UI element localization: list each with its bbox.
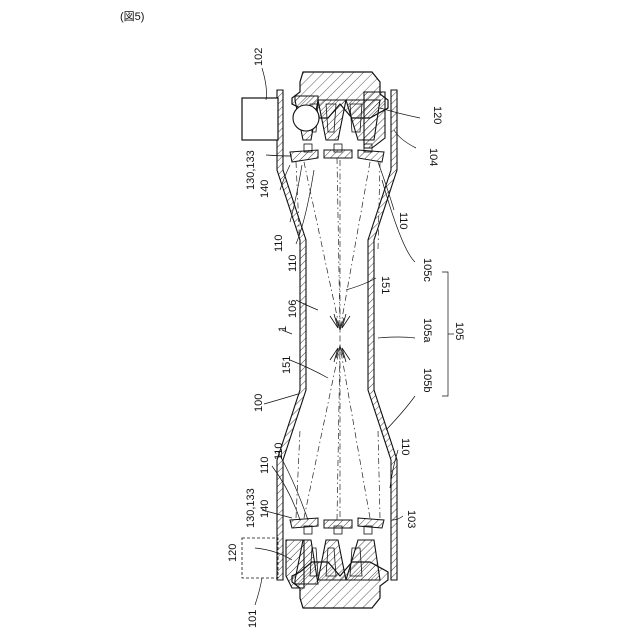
label-110-f: 110 [399, 438, 411, 456]
label-140-bottom: 140 [259, 500, 271, 518]
label-110-a: 110 [273, 234, 285, 252]
label-101: 101 [247, 610, 259, 628]
label-130-133-top: 130,133 [245, 150, 257, 190]
label-105b: 105b [421, 368, 433, 392]
label-100: 100 [253, 394, 265, 412]
label-104: 104 [427, 148, 439, 166]
label-120-top: 120 [431, 106, 443, 124]
label-105c: 105c [421, 258, 433, 282]
light-rays [296, 158, 380, 520]
label-151-right: 151 [379, 276, 391, 294]
label-106: 106 [287, 300, 299, 318]
label-120-bottom: 120 [227, 544, 239, 562]
label-110-c: 110 [397, 212, 409, 230]
label-105: 105 [453, 322, 465, 340]
label-110-e: 110 [259, 456, 271, 474]
label-110-d: 110 [273, 442, 285, 460]
label-105a: 105a [421, 318, 433, 343]
label-102: 102 [253, 48, 265, 66]
label-140-top: 140 [259, 180, 271, 198]
bottom-base [286, 540, 388, 608]
label-103: 103 [405, 510, 417, 528]
figure-caption: (図5) [120, 10, 144, 23]
label-1: 1 [277, 326, 289, 332]
connector-102 [242, 98, 278, 140]
label-151-left: 151 [281, 356, 293, 374]
top-base [292, 72, 388, 148]
label-110-b: 110 [287, 254, 299, 272]
bottom-electrodes [290, 518, 384, 534]
label-130-133-bottom: 130,133 [245, 488, 257, 528]
connector-101 [242, 538, 278, 578]
